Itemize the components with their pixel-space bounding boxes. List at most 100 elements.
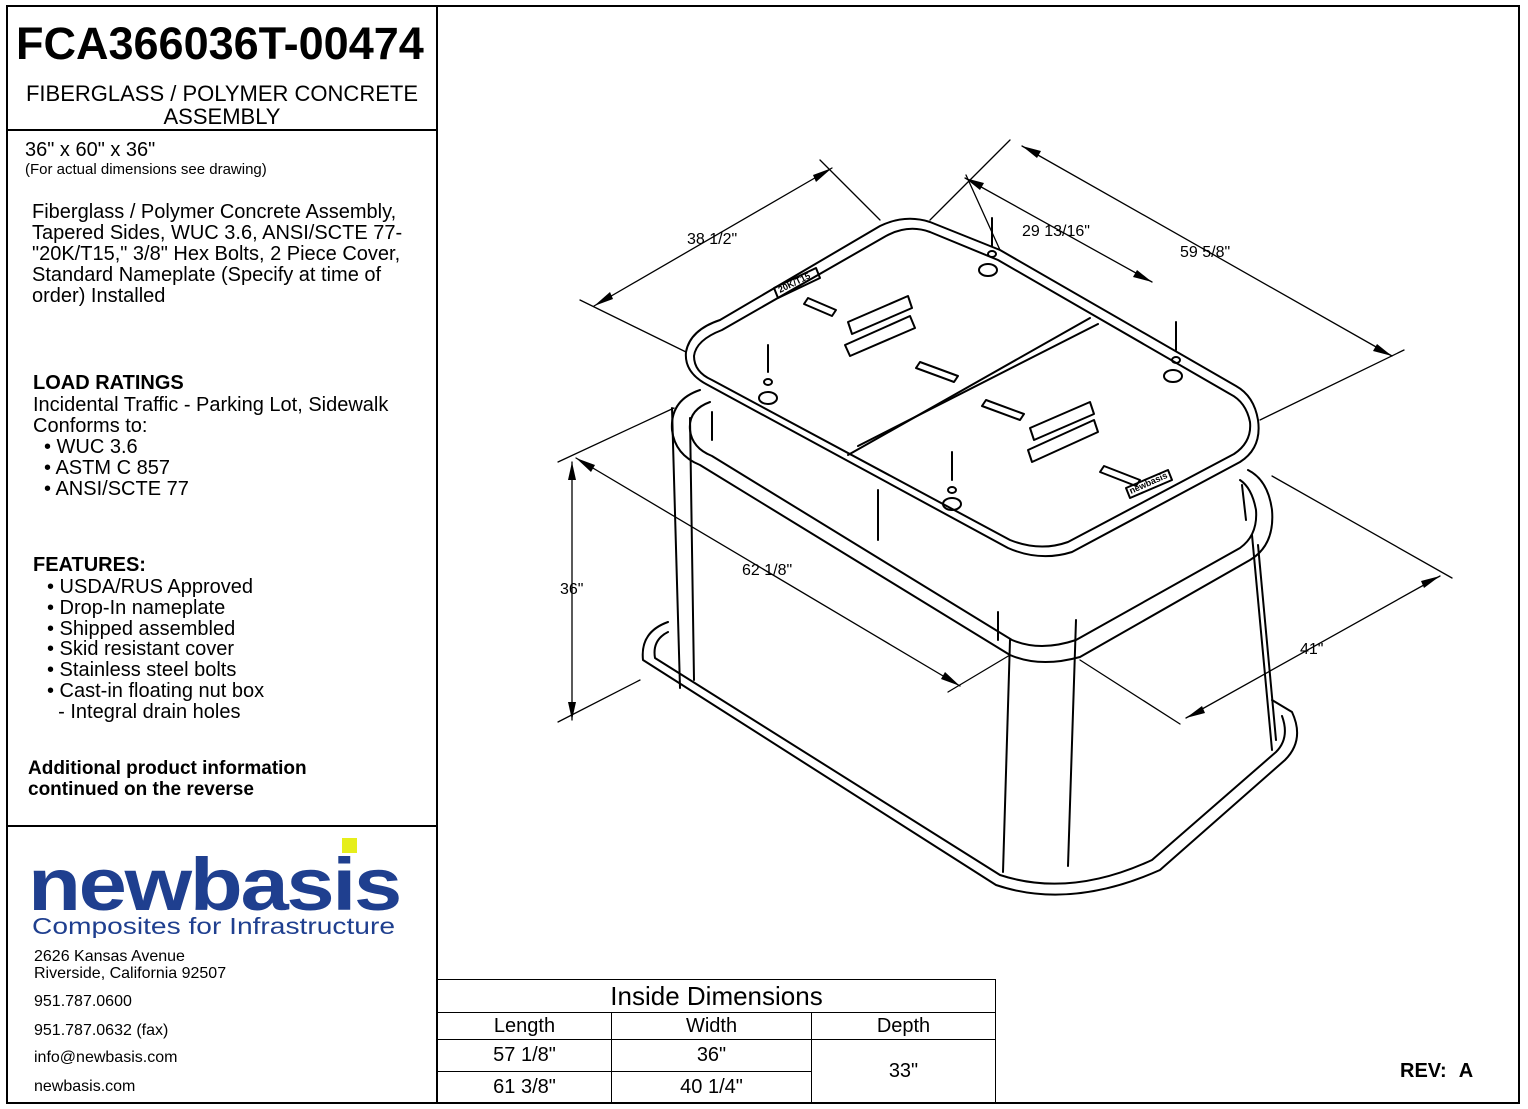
nameplate: [1125, 469, 1173, 499]
dimension-label: 38 1/2": [687, 231, 737, 248]
address-city: Riverside, California 92507: [34, 965, 227, 982]
cell-width-2: 40 1/4": [611, 1071, 812, 1104]
arrowhead: [1186, 706, 1205, 718]
logo-brand: newbasis: [28, 843, 400, 926]
dimension-38-1-2: [579, 159, 881, 353]
handle-recess: [1027, 419, 1099, 463]
divider-title: [6, 129, 438, 131]
extension-line: [579, 299, 687, 353]
list-item: • ASTM C 857: [44, 456, 170, 479]
arrowhead: [576, 458, 595, 472]
body-right-edge: [1251, 534, 1273, 751]
website: newbasis.com: [34, 1078, 136, 1095]
lift-handle: [1029, 401, 1095, 441]
cell-depth: 33": [811, 1039, 996, 1104]
arrowhead: [1421, 576, 1440, 588]
list-item: • WUC 3.6: [44, 436, 138, 458]
dimension-line: [575, 457, 961, 687]
features-heading: FEATURES:: [33, 554, 146, 576]
arrowhead: [813, 168, 832, 182]
bolt-washer: [763, 378, 773, 386]
product-title: FIBERGLASS / POLYMER CONCRETE ASSEMBLY: [25, 81, 418, 129]
body-rim-outer: [670, 389, 1274, 664]
bolt-washer: [1171, 356, 1181, 364]
arrowhead: [594, 292, 613, 306]
additional-info-line2: continued on the reverse: [28, 779, 254, 800]
lift-handle: [847, 295, 913, 335]
load-ratings-line1: Incidental Traffic - Parking Lot, Sidewa…: [33, 394, 389, 416]
list-item: • Drop-In nameplate: [47, 596, 226, 619]
load-ratings-line2: Conforms to:: [33, 415, 148, 437]
dimension-line: [1185, 575, 1441, 719]
list-item: • Cast-in floating nut box: [47, 679, 265, 702]
header-width: Width: [611, 1012, 812, 1040]
extension-line: [947, 654, 1011, 693]
arrowhead: [1133, 270, 1152, 282]
dimension-label: 59 5/8": [1180, 244, 1230, 261]
dimension-label: 29 13/16": [1022, 223, 1090, 240]
extension-line: [1271, 475, 1453, 579]
arrowhead: [568, 702, 576, 720]
handle-recess: [844, 315, 916, 357]
newbasis-logo: newbasis Composites for Infrastructure: [28, 838, 402, 938]
dimension-62-1-8: [575, 457, 1011, 693]
info-column: [6, 5, 438, 1104]
logo-accent-square: [342, 838, 357, 853]
list-item: • ANSI/SCTE 77: [44, 477, 189, 500]
slot: [1099, 465, 1141, 487]
body-front-edge-2: [1067, 619, 1077, 867]
list-item: • Shipped assembled: [47, 617, 236, 640]
extension-line: [557, 407, 675, 463]
dimension-41: [1079, 475, 1453, 725]
body-right-inner: [1257, 544, 1277, 741]
table-title: Inside Dimensions: [437, 979, 996, 1013]
revision: REV: A: [1400, 1060, 1485, 1083]
bolt-washer: [987, 250, 997, 258]
list-item: - Integral drain holes: [47, 700, 241, 723]
dimension-36: [557, 407, 675, 723]
base-flange-inner: [653, 631, 1286, 885]
revision-label: REV:: [1400, 1060, 1447, 1082]
body-left-inner: [689, 417, 695, 681]
slot: [981, 399, 1025, 421]
bolt-hole: [942, 497, 962, 511]
base-flange-outer: [641, 621, 1299, 896]
extension-line: [1259, 349, 1405, 421]
body-rim-inner: [688, 401, 1258, 647]
size: 36" x 60" x 36": [25, 139, 156, 161]
arrowhead: [965, 178, 984, 190]
fax-number: 951.787.0632 (fax): [34, 1022, 169, 1039]
arrowhead: [568, 462, 576, 480]
load-ratings-heading: LOAD RATINGS: [33, 372, 184, 394]
list-item: • USDA/RUS Approved: [47, 576, 253, 598]
list-item: • Stainless steel bolts: [47, 659, 237, 682]
dimension-line: [593, 167, 833, 307]
additional-info-line1: Additional product information: [28, 758, 307, 779]
dimension-label: 62 1/8": [742, 562, 792, 579]
cell-length-1: 57 1/8": [437, 1039, 612, 1072]
cell-length-2: 61 3/8": [437, 1071, 612, 1104]
phone-number: 951.787.0600: [34, 993, 132, 1010]
extension-line: [819, 159, 881, 221]
inside-dimensions-table: Inside Dimensions Length Width Depth 57 …: [437, 979, 996, 1104]
body-front-edge: [1002, 639, 1011, 873]
product-description: Fiberglass / Polymer Concrete Assembly, …: [32, 201, 403, 307]
cover-split-line: [847, 317, 1091, 456]
header-depth: Depth: [811, 1012, 996, 1040]
divider-logo: [6, 825, 438, 827]
load-ratings-list: • WUC 3.6 • ASTM C 857 • ANSI/SCTE 77: [44, 437, 189, 499]
cover-inner: [693, 227, 1252, 548]
cell-width-1: 36": [611, 1039, 812, 1072]
dimension-29-13-16: [964, 174, 1153, 283]
extension-line: [965, 174, 1001, 251]
rim-detail: [1241, 484, 1247, 521]
address-street: 2626 Kansas Avenue: [34, 948, 185, 965]
bolt-hole: [1163, 369, 1183, 383]
email-address: info@newbasis.com: [34, 1049, 178, 1066]
dimension-label: 36": [560, 581, 583, 598]
slot: [803, 297, 837, 317]
extension-line: [1079, 659, 1181, 725]
arrowhead: [1022, 146, 1041, 158]
dimension-label: 41": [1300, 641, 1323, 658]
revision-value: A: [1458, 1060, 1474, 1082]
